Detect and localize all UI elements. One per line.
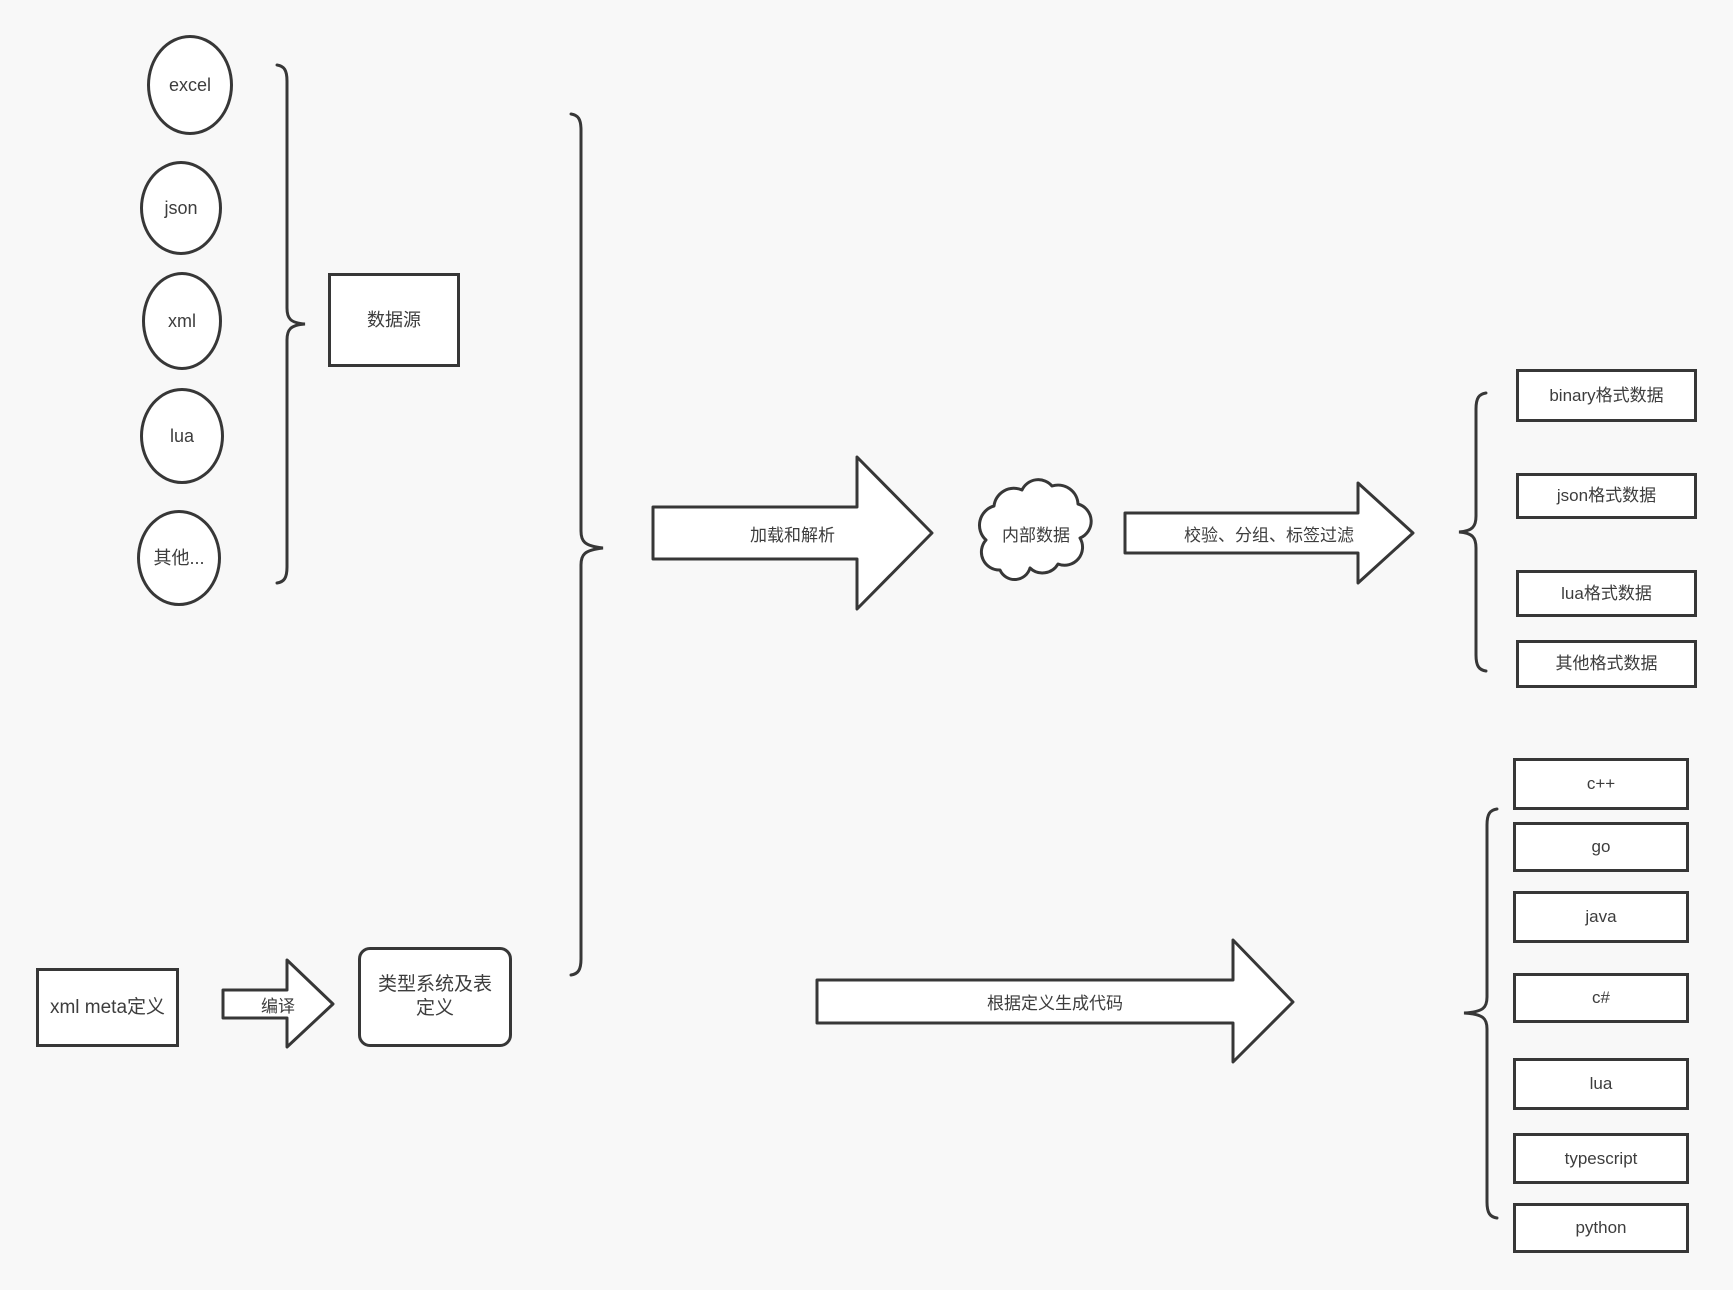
left-group-tall-brace [569,112,604,977]
source-node-lua: lua [140,388,224,484]
filter-arrow [1123,481,1415,585]
load-parse-arrow [651,455,934,611]
language-box-typescript: typescript [1513,1133,1689,1184]
languages-brace [1463,807,1499,1220]
type-system-box: 类型系统及表定义 [358,947,512,1047]
load-parse-arrow-label: 加载和解析 [750,525,835,545]
source-node-xml: xml [142,272,222,370]
format-box-lua: lua格式数据 [1516,570,1697,617]
source-node-excel: excel [147,35,233,135]
codegen-arrow [815,938,1295,1064]
formats-brace [1458,391,1488,673]
source-node-other: 其他... [137,510,221,606]
xml-meta-definition-box: xml meta定义 [36,968,179,1047]
language-box-csharp: c# [1513,973,1689,1023]
data-source-box: 数据源 [328,273,460,367]
format-box-json: json格式数据 [1516,473,1697,519]
internal-data-cloud [978,478,1093,581]
language-box-go: go [1513,822,1689,872]
compile-arrow-label: 编译 [261,996,295,1016]
format-box-other: 其他格式数据 [1516,640,1697,688]
compile-arrow [221,958,335,1049]
codegen-arrow-label: 根据定义生成代码 [987,994,1123,1013]
filter-arrow-label: 校验、分组、标签过滤 [1184,525,1354,545]
language-box-lua: lua [1513,1058,1689,1110]
language-box-python: python [1513,1203,1689,1253]
format-box-binary: binary格式数据 [1516,369,1697,422]
sources-brace [275,63,306,585]
internal-data-label: 内部数据 [1002,525,1070,545]
source-node-json: json [140,161,222,255]
language-box-cpp: c++ [1513,758,1689,810]
language-box-java: java [1513,891,1689,943]
